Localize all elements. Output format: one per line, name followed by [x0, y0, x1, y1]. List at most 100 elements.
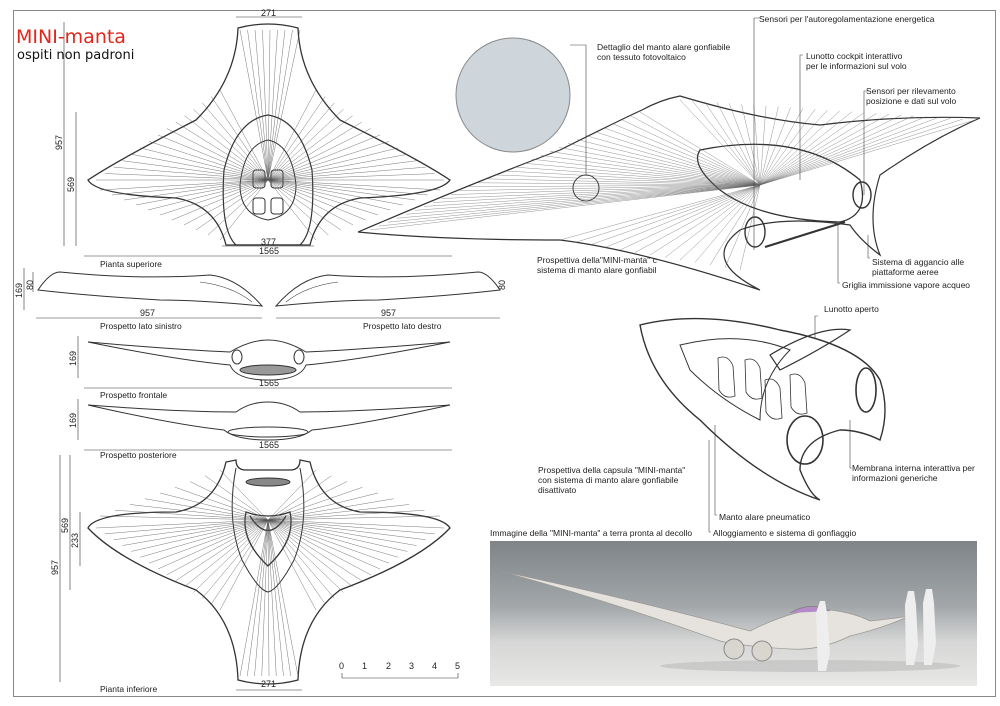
- wing-rib-line: [759, 114, 890, 186]
- wing-rib-line: [147, 179, 269, 211]
- dim-bottom-height-partial: 569: [60, 517, 70, 533]
- wing-rib-line: [405, 184, 761, 215]
- dim-side-left-length: 957: [140, 308, 156, 318]
- wing-rib-line: [753, 104, 761, 186]
- wing-rib-line: [99, 515, 269, 521]
- wing-rib-line: [149, 519, 269, 564]
- wing-rib-line: [267, 519, 284, 677]
- right-side-elevation-drawing: [274, 271, 501, 307]
- wing-rib-line: [495, 174, 761, 186]
- callout-housing-inflation: Alloggiamento e sistema di gonfiaggio: [713, 528, 857, 538]
- wing-rib-line: [603, 127, 761, 186]
- wing-rib-line: [247, 29, 269, 181]
- dim-rear-span: 1565: [259, 440, 280, 450]
- wing-rib-line: [522, 162, 761, 186]
- wing-rib-line: [267, 519, 344, 593]
- wing-rib-line: [585, 135, 761, 186]
- wing-rib-line: [267, 179, 391, 211]
- wing-rib-line: [267, 166, 426, 181]
- wing-rib-line: [267, 510, 425, 521]
- wing-rib-line: [267, 519, 353, 587]
- wing-rib-line: [210, 519, 269, 605]
- wing-rib-line: [267, 160, 417, 181]
- wing-rib-line: [589, 184, 761, 246]
- wing-rib-line: [129, 504, 269, 521]
- wing-rib-line: [759, 107, 791, 186]
- dim-top-capsule-width: 377: [261, 237, 277, 247]
- wing-rib-line: [189, 481, 269, 521]
- wing-rib-line: [219, 179, 269, 241]
- dim-side-right-length: 957: [381, 308, 397, 318]
- wing-rib-line: [549, 151, 761, 186]
- wing-rib-line: [267, 519, 317, 611]
- wing-rib-line: [759, 113, 877, 186]
- label-front: Prospetto frontale: [100, 390, 168, 400]
- wing-rib-line: [267, 179, 379, 216]
- wing-rib-line: [267, 29, 278, 181]
- wing-rib-line: [267, 121, 362, 181]
- wing-rib-line: [166, 128, 269, 181]
- wing-rib-line: [262, 29, 269, 181]
- scale-tick: 1: [362, 661, 368, 671]
- wing-rib-line: [210, 96, 269, 181]
- wing-rib-line: [267, 179, 354, 226]
- wing-rib-line: [267, 29, 293, 181]
- top-plan-drawing: [87, 23, 451, 246]
- wing-rib-line: [267, 519, 362, 581]
- wing-rib-line: [267, 147, 399, 181]
- wing-rib-line: [267, 179, 341, 231]
- wing-rib-line: [113, 166, 269, 181]
- wing-rib-line: [649, 184, 761, 256]
- wing-rib-line: [267, 173, 435, 181]
- wing-rib-line: [175, 121, 269, 181]
- mesh-line: [456, 0, 570, 35]
- photo-caption: Immagine della "MINI-manta" a terra pron…: [490, 528, 693, 538]
- dim-bottom-height-total: 957: [50, 559, 60, 575]
- wing-rib-line: [267, 134, 381, 181]
- wing-rib-line: [639, 111, 761, 186]
- wing-rib-line: [739, 184, 761, 271]
- dim-top-height-partial: 569: [66, 176, 76, 192]
- wing-rib-line: [267, 504, 410, 521]
- callout-capsule-caption: Prospettiva della capsula "MINI-manta"co…: [538, 465, 686, 495]
- wing-rib-line: [612, 123, 761, 186]
- wing-rib-line: [267, 154, 408, 181]
- wing-rib-line: [450, 184, 761, 195]
- wing-rib-line: [559, 184, 761, 241]
- dim-top-tail-width: 271: [261, 8, 277, 18]
- wing-rib-line: [414, 184, 761, 211]
- wing-rib-line: [759, 119, 963, 186]
- wing-rib-line: [594, 131, 761, 186]
- label-top-plan: Pianta superiore: [100, 259, 162, 269]
- wing-rib-line: [99, 179, 269, 191]
- wing-rib-line: [759, 115, 914, 186]
- wing-rib-line: [704, 101, 761, 186]
- wing-rib-line: [459, 184, 761, 191]
- wing-rib-line: [219, 89, 269, 181]
- wing-rib-line: [267, 498, 394, 521]
- wing-rib-line: [95, 519, 269, 529]
- callout-open-window: Lunotto aperto: [824, 304, 879, 314]
- wing-rib-line: [716, 102, 761, 186]
- wing-rib-line: [369, 184, 761, 231]
- wing-rib-line: [619, 184, 761, 251]
- wing-rib-line: [267, 519, 277, 677]
- wing-rib-line: [267, 519, 371, 576]
- wing-rib-line: [267, 519, 270, 677]
- wing-rib-line: [131, 519, 269, 552]
- wing-rib-line: [122, 519, 269, 546]
- wing-rib-line: [441, 184, 761, 199]
- wing-rib-line: [254, 29, 269, 181]
- wing-rib-line: [759, 108, 804, 186]
- wing-rib-line: [254, 519, 269, 677]
- wing-rib-line: [267, 115, 353, 181]
- wing-rib-line: [183, 179, 269, 226]
- wing-rib-line: [267, 515, 441, 521]
- wing-rib-line: [423, 184, 761, 207]
- wing-rib-line: [267, 179, 403, 206]
- dim-front-height: 169: [68, 350, 78, 366]
- fabric-detail-circle: [455, 0, 571, 152]
- wing-rib-line: [759, 116, 926, 186]
- wing-rib-line: [267, 179, 366, 221]
